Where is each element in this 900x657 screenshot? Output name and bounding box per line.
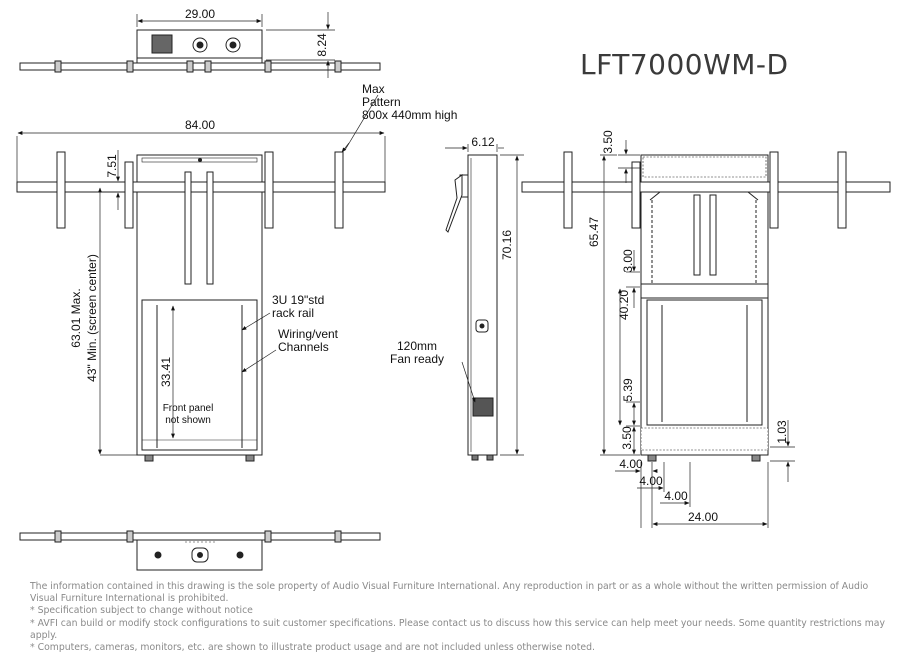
dim-right-bottom: 3.50 [620, 426, 634, 450]
dim-base-c: 4.00 [664, 489, 688, 503]
rear-rack-opening [646, 299, 763, 426]
rear-bracket [563, 151, 573, 229]
callout-wiring-2: Channels [278, 340, 329, 354]
vesa-bracket [334, 151, 344, 229]
callout-wiring-1: Wiring/vent [278, 327, 339, 341]
rear-mount-rail [521, 181, 891, 193]
callout-fan-2: Fan ready [390, 352, 444, 366]
callout-max-pattern-3: 800x 440mm high [362, 108, 457, 122]
dim-right-lower: 5.39 [621, 378, 635, 402]
dim-screen-center-max: 63.01 Max. [69, 288, 83, 347]
top-rail [19, 62, 381, 71]
top-view [19, 12, 381, 78]
side-view [445, 144, 524, 461]
rack-opening [141, 299, 258, 451]
technical-drawing: 29.00 8.24 84.00 7.51 63.01 Max. 43" Min [16, 7, 891, 571]
side-fan-grille [472, 397, 494, 417]
model-title: LFT7000WM-D [580, 48, 789, 81]
dim-front-width: 84.00 [185, 118, 215, 132]
dim-top-depth: 8.24 [315, 33, 329, 57]
callout-front-panel-1: Front panel [163, 403, 214, 414]
dim-rack-height: 33.41 [159, 357, 173, 387]
rear-bracket [631, 161, 641, 229]
footer-line: * Computers, cameras, monitors, etc. are… [30, 642, 595, 654]
callout-max-pattern-1: Max [362, 82, 385, 96]
rear-bracket [837, 151, 847, 229]
dim-screen-center-min: 43" Min. (screen center) [85, 254, 99, 382]
footer-line: * AVFI can build or modify stock configu… [30, 617, 885, 641]
callout-rack-1: 3U 19"std [272, 293, 324, 307]
dim-side-depth: 6.12 [471, 135, 495, 149]
front-mount-rail [16, 181, 386, 193]
dim-base-width: 24.00 [688, 510, 718, 524]
dim-top-width: 29.00 [185, 7, 215, 21]
callout-rack-2: rack rail [272, 306, 314, 320]
vesa-bracket [56, 151, 66, 229]
dim-right-top-offset: 3.50 [601, 130, 615, 154]
front-view [16, 94, 386, 462]
bottom-view [19, 530, 381, 571]
dim-right-total-height: 65.47 [587, 217, 601, 247]
dim-rail-offset: 7.51 [105, 154, 119, 178]
footer-line: * Specification subject to change withou… [30, 605, 253, 617]
rear-bracket [769, 151, 779, 229]
vesa-bracket [264, 151, 274, 229]
dim-side-height: 70.16 [500, 230, 514, 260]
callout-max-pattern-2: Pattern [362, 95, 401, 109]
dim-base-b: 4.00 [639, 474, 663, 488]
top-fan-grille [151, 34, 173, 54]
dim-right-middle: 40.20 [617, 290, 631, 320]
rear-view [521, 140, 891, 528]
dim-base-a: 4.00 [619, 457, 643, 471]
footer-line: The information contained in this drawin… [30, 581, 869, 605]
bottom-rail [19, 532, 381, 541]
disclaimer-footer: The information contained in this drawin… [30, 581, 890, 654]
callout-front-panel-2: not shown [165, 415, 211, 426]
callout-fan-1: 120mm [397, 339, 437, 353]
dim-right-foot: 1.03 [775, 420, 789, 444]
vesa-bracket [124, 161, 134, 229]
dim-right-gap: 3.00 [621, 249, 635, 273]
